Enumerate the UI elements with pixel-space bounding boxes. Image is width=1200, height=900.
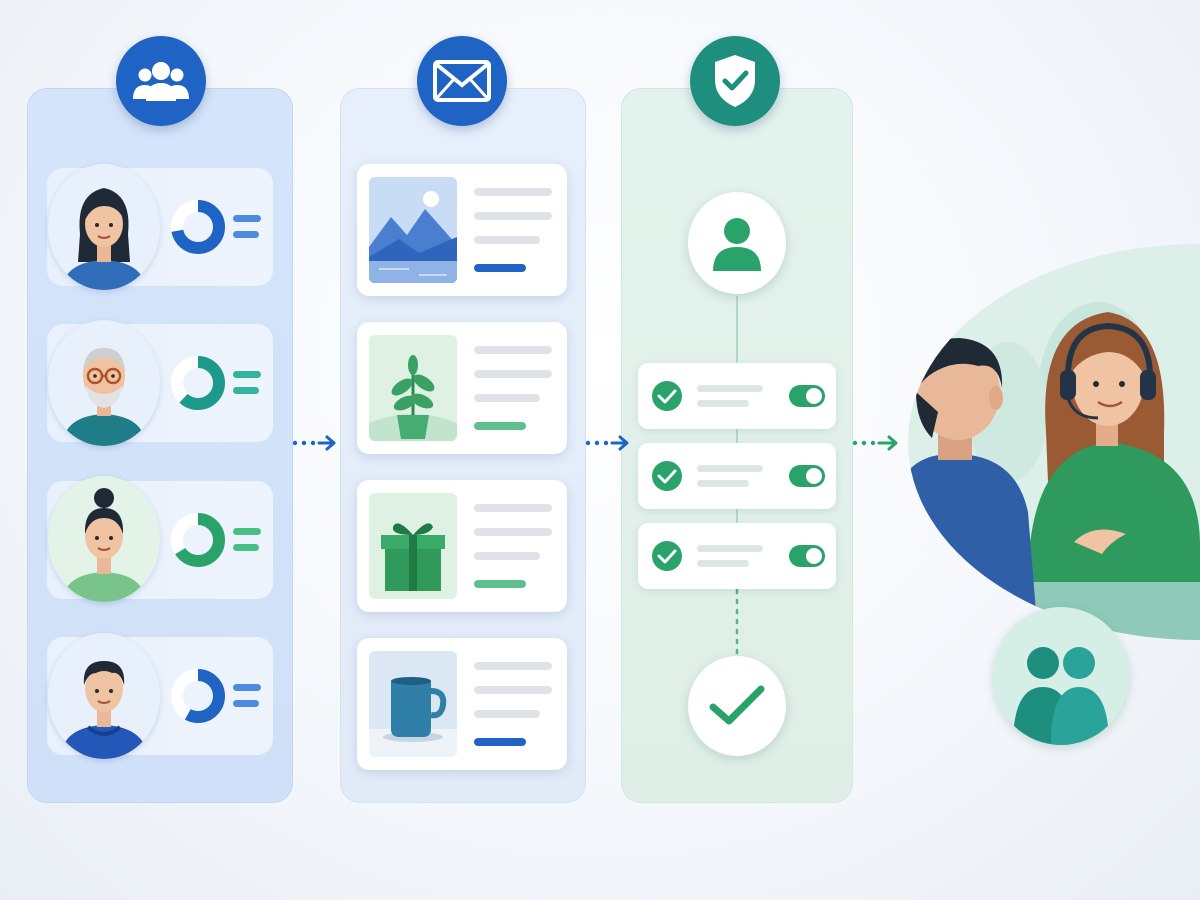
- checkmark-icon[interactable]: [688, 656, 786, 756]
- donut-chart: [171, 669, 225, 723]
- text-placeholder-line: [474, 552, 540, 560]
- text-placeholder-line: [474, 686, 552, 694]
- segment-bar: [233, 371, 261, 378]
- check-mark: [657, 549, 677, 564]
- text-placeholder-line: [697, 465, 763, 472]
- text-placeholder-line: [474, 346, 552, 354]
- message-card[interactable]: [357, 164, 567, 296]
- donut-chart: [171, 200, 225, 254]
- segment-bar: [233, 684, 261, 691]
- text-placeholder-line: [474, 188, 552, 196]
- segment-bar: [233, 544, 259, 551]
- people-pair-icon: [993, 607, 1129, 745]
- text-placeholder-line: [474, 528, 552, 536]
- cta-bar: [474, 264, 526, 272]
- donut-chart: [171, 356, 225, 410]
- toggle-knob: [806, 548, 822, 564]
- avatar-young-man-icon: [48, 633, 160, 759]
- segment-bar: [233, 700, 259, 707]
- arrow-right-icon: [852, 435, 898, 451]
- plant-image-icon: [369, 335, 457, 441]
- text-placeholder-line: [474, 236, 540, 244]
- check-mark: [657, 469, 677, 484]
- check-circle-icon: [652, 381, 682, 411]
- text-placeholder-line: [474, 504, 552, 512]
- avatar-older-man-icon: [48, 320, 160, 446]
- text-placeholder-line: [474, 662, 552, 670]
- text-placeholder-line: [697, 480, 749, 487]
- arrow-right-icon: [292, 435, 336, 451]
- segment-bar: [233, 231, 259, 238]
- check-circle-icon: [652, 461, 682, 491]
- preference-controls: [652, 381, 825, 571]
- landscape-image-icon: [369, 177, 457, 283]
- cta-bar: [474, 738, 526, 746]
- text-placeholder-line: [474, 394, 540, 402]
- toggle-knob: [806, 388, 822, 404]
- check-mark: [657, 389, 677, 404]
- cta-bar: [474, 580, 526, 588]
- text-placeholder-line: [474, 710, 540, 718]
- gift-image-icon: [369, 493, 457, 599]
- user-icon[interactable]: [688, 192, 786, 294]
- message-card[interactable]: [357, 322, 567, 454]
- text-placeholder-line: [474, 370, 552, 378]
- text-placeholder-line: [697, 545, 763, 552]
- toggle-knob: [806, 468, 822, 484]
- envelope-icon: [417, 36, 507, 126]
- message-card[interactable]: [357, 480, 567, 612]
- text-placeholder-line: [697, 385, 763, 392]
- text-placeholder-line: [697, 560, 749, 567]
- text-placeholder-line: [697, 400, 749, 407]
- avatar-woman-bun-icon: [48, 476, 160, 602]
- shield-check-icon: [690, 36, 780, 126]
- text-placeholder-line: [474, 212, 552, 220]
- mug-image-icon: [369, 651, 457, 757]
- segment-bar: [233, 215, 261, 222]
- check-circle-icon: [652, 541, 682, 571]
- support-conversation-illustration: [898, 242, 1200, 662]
- cta-bar: [474, 422, 526, 430]
- users-group-icon: [116, 36, 206, 126]
- segment-bar: [233, 387, 259, 394]
- message-card[interactable]: [357, 638, 567, 770]
- segment-bar: [233, 528, 261, 535]
- segment-charts: [171, 200, 261, 723]
- consent-connector: [735, 296, 739, 657]
- donut-chart: [171, 513, 225, 567]
- arrow-right-icon: [585, 435, 629, 451]
- avatar-woman-icon: [48, 164, 160, 290]
